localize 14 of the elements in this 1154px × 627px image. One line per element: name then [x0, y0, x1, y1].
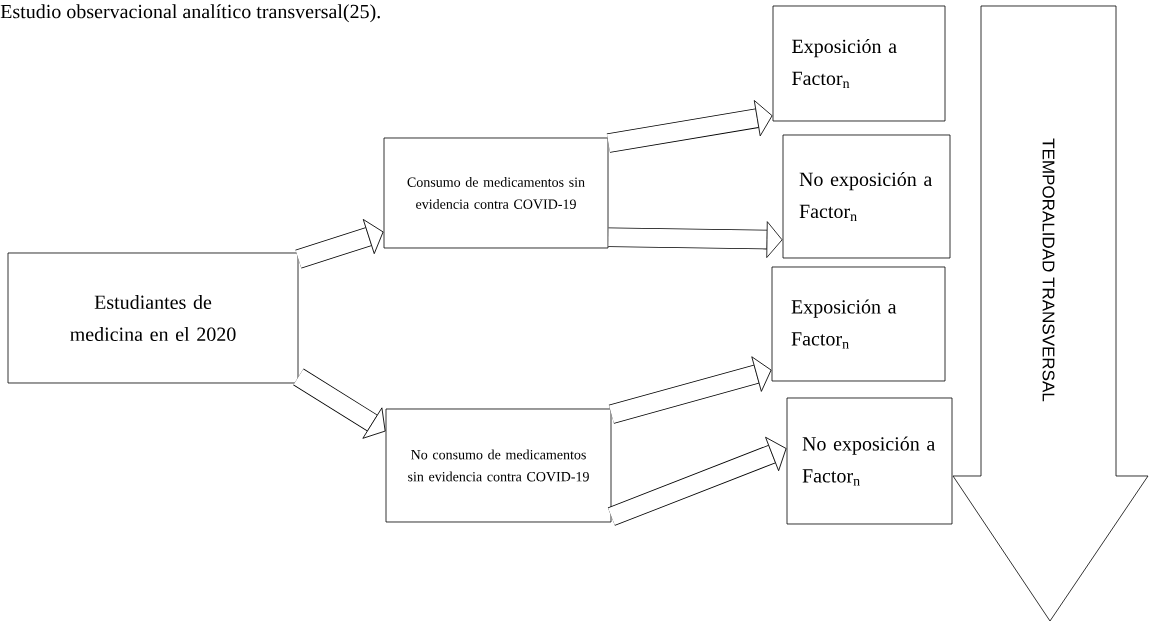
process-box: Exposición a Factor$_{n}$: [771, 266, 946, 382]
block-arrow: [293, 368, 386, 439]
process-box: No consumo de medicamentos sin evidencia contra COVID-19: [385, 408, 612, 523]
block-arrow: [606, 100, 773, 153]
title: Estudio observacional analítico transversal(25).: [0, 4, 380, 23]
process-box: No exposición a Factor$_{n}$: [782, 134, 951, 259]
process-box: Exposición a Factor$_{n}$: [772, 5, 946, 122]
process-box: Consumo de medicamentos sin evidencia contra COVID-19: [383, 137, 609, 249]
block-arrow: [607, 436, 787, 526]
process-box: Estudiantes de medicina en el 2020: [7, 252, 299, 384]
block-arrow: [295, 219, 384, 269]
process-box: No exposición a Factor$_{n}$: [786, 397, 953, 525]
block-arrow: [608, 356, 772, 424]
block-arrow: [608, 221, 783, 258]
